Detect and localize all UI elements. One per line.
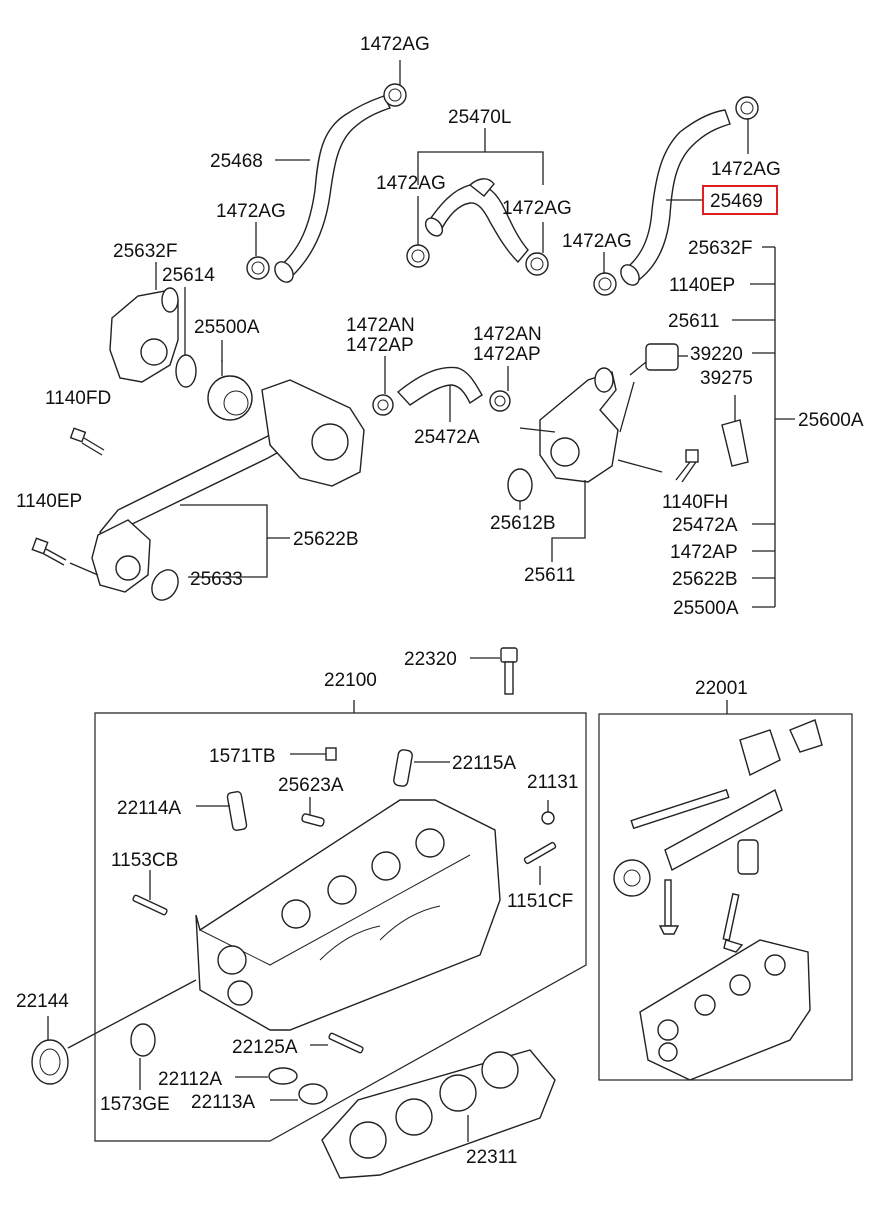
label-25622B: 25622B bbox=[293, 529, 359, 550]
label-25470L: 25470L bbox=[448, 107, 511, 128]
label-22144: 22144 bbox=[16, 991, 69, 1012]
bolt-icon bbox=[675, 449, 699, 483]
seal-ring bbox=[130, 1023, 156, 1057]
label-25500A: 25500A bbox=[673, 598, 739, 619]
oil-seal bbox=[31, 1039, 69, 1085]
label-25468: 25468 bbox=[210, 151, 263, 172]
sensor-clip bbox=[721, 419, 749, 467]
gasket-ring bbox=[507, 468, 533, 502]
bolt-icon bbox=[31, 537, 67, 566]
leader-lines bbox=[69, 60, 795, 608]
head-gasket bbox=[321, 1049, 556, 1179]
pin-icon bbox=[301, 813, 325, 827]
plug-icon bbox=[541, 811, 555, 825]
label-21131: 21131 bbox=[527, 772, 578, 793]
hose-clamp-icon bbox=[246, 83, 759, 416]
label-25623A: 25623A bbox=[278, 775, 344, 796]
label-39220: 39220 bbox=[690, 344, 743, 365]
label-25633: 25633 bbox=[190, 569, 243, 590]
temperature-sensor bbox=[629, 343, 679, 376]
stud-bolt bbox=[328, 1032, 364, 1054]
frame-22100 bbox=[94, 712, 587, 1142]
label-1140EP: 1140EP bbox=[669, 275, 735, 296]
label-1140FH: 1140FH bbox=[662, 492, 728, 513]
label-22001: 22001 bbox=[695, 678, 748, 699]
stud-bolt bbox=[132, 894, 168, 916]
hose-25470L bbox=[424, 178, 529, 264]
label-25472A: 25472A bbox=[672, 515, 738, 536]
thermostat-cover bbox=[109, 287, 179, 383]
label-39275: 39275 bbox=[700, 368, 753, 389]
highlight-box bbox=[702, 185, 778, 215]
thermostat-housing bbox=[539, 367, 619, 483]
dowel-pin bbox=[393, 749, 413, 787]
label-1472AG: 1472AG bbox=[360, 34, 430, 55]
label-22311: 22311 bbox=[466, 1147, 517, 1168]
seal-ring bbox=[268, 1067, 298, 1085]
hose-25472A bbox=[396, 366, 483, 406]
hose-25468 bbox=[274, 95, 391, 283]
dowel-pin bbox=[226, 791, 248, 831]
label-25612B: 25612B bbox=[490, 513, 556, 534]
cylinder-head bbox=[195, 799, 501, 1031]
label-1472AN: 1472AN bbox=[473, 324, 542, 345]
label-25469[interactable]: 25469 bbox=[710, 191, 763, 212]
label-1472AN: 1472AN bbox=[346, 315, 415, 336]
gasket-ring bbox=[175, 354, 197, 388]
label-22113A: 22113A bbox=[191, 1092, 255, 1113]
o-ring bbox=[151, 569, 179, 601]
label-25611: 25611 bbox=[668, 311, 719, 332]
label-1140FD: 1140FD bbox=[45, 388, 111, 409]
water-pipe bbox=[91, 379, 365, 593]
label-22100: 22100 bbox=[324, 670, 377, 691]
label-1472AP: 1472AP bbox=[670, 542, 738, 563]
label-25600A: 25600A bbox=[798, 410, 864, 431]
label-1472AG: 1472AG bbox=[562, 231, 632, 252]
label-22320: 22320 bbox=[404, 649, 457, 670]
label-1472AP: 1472AP bbox=[346, 335, 414, 356]
label-1140EP: 1140EP bbox=[16, 491, 82, 512]
label-25611: 25611 bbox=[524, 565, 575, 586]
label-1472AG: 1472AG bbox=[502, 198, 572, 219]
hose-25469 bbox=[620, 109, 731, 286]
frame-22001 bbox=[598, 713, 853, 1081]
stud-bolt bbox=[523, 841, 557, 865]
label-1472AP: 1472AP bbox=[473, 344, 541, 365]
valvetrain-assembly bbox=[613, 719, 823, 1081]
thermostat bbox=[207, 360, 253, 421]
label-1151CF: 1151CF bbox=[507, 891, 573, 912]
label-25500A: 25500A bbox=[194, 317, 260, 338]
label-22125A: 22125A bbox=[232, 1037, 298, 1058]
label-22112A: 22112A bbox=[158, 1069, 222, 1090]
label-1472AG: 1472AG bbox=[711, 159, 781, 180]
label-1571TB: 1571TB bbox=[209, 746, 276, 767]
plug-icon bbox=[325, 747, 337, 761]
label-1573GE: 1573GE bbox=[100, 1094, 170, 1115]
seal-ring bbox=[298, 1083, 328, 1105]
part-labels: 1472AG 25468 1472AG 25470L 1472AG 1472AG… bbox=[16, 34, 864, 1168]
bolt-icon bbox=[470, 647, 518, 695]
label-22114A: 22114A bbox=[117, 798, 181, 819]
label-1153CB: 1153CB bbox=[111, 850, 178, 871]
bolt-icon bbox=[69, 427, 105, 456]
label-25614: 25614 bbox=[162, 265, 215, 286]
label-25472A: 25472A bbox=[414, 427, 480, 448]
label-1472AG: 1472AG bbox=[376, 173, 446, 194]
label-1472AG: 1472AG bbox=[216, 201, 286, 222]
label-25632F: 25632F bbox=[688, 238, 752, 259]
label-25622B: 25622B bbox=[672, 569, 738, 590]
label-25632F: 25632F bbox=[113, 241, 177, 262]
label-22115A: 22115A bbox=[452, 753, 516, 774]
